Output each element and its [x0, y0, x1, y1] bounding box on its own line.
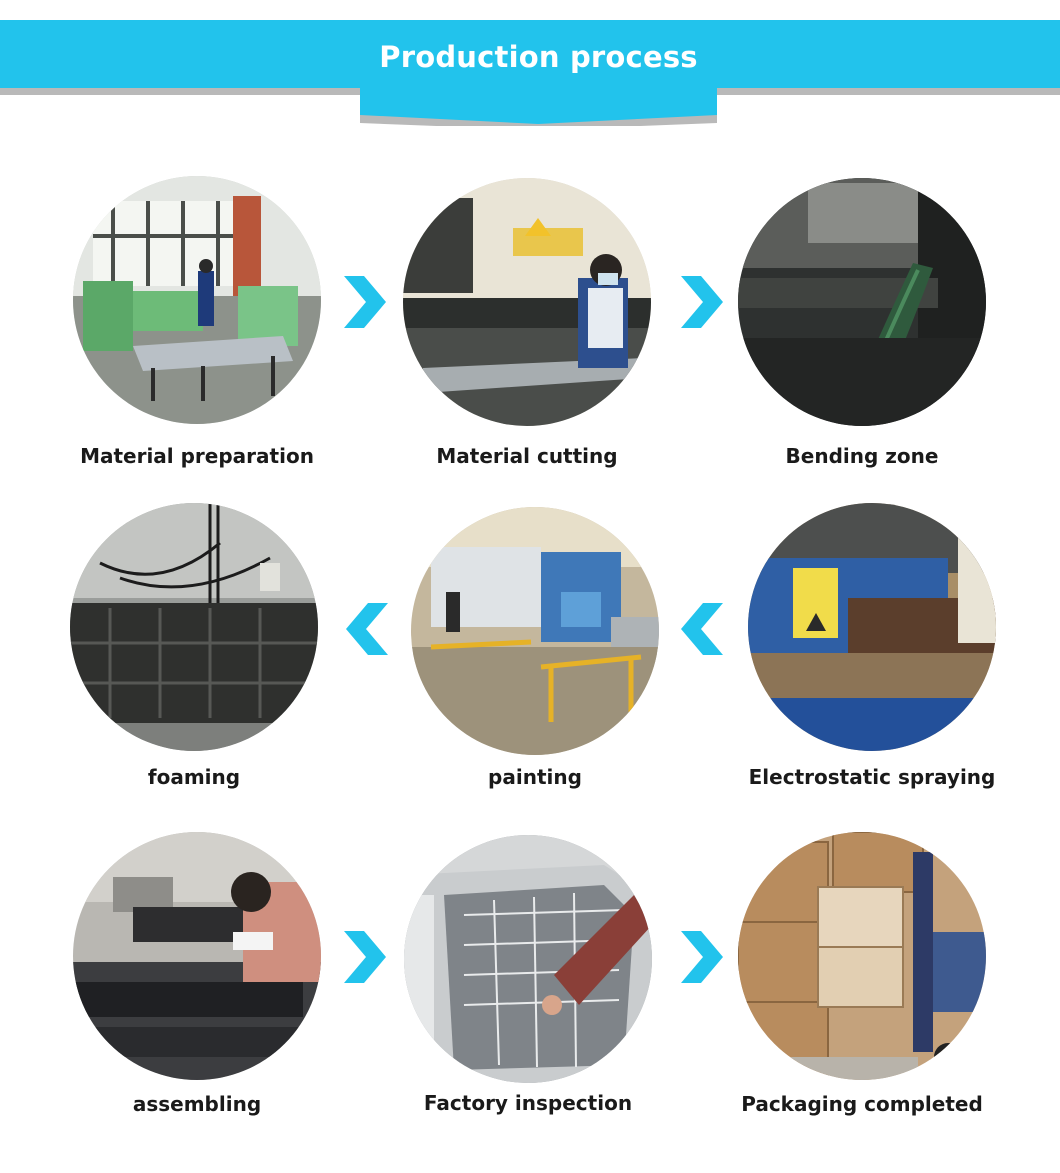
workshop-machines-photo [73, 176, 321, 424]
bending-machine-photo [738, 178, 986, 426]
chevron-right-icon [342, 276, 386, 328]
step-material-preparation: Material preparation [73, 176, 333, 496]
step-bending-zone: Bending zone [738, 178, 998, 498]
step-painting: painting [411, 507, 671, 827]
factory-floor-photo [411, 507, 659, 755]
chevron-right-icon [679, 931, 723, 983]
boxes-forklift-photo [738, 832, 986, 1080]
step-label: assembling [132, 1092, 262, 1116]
step-label: Material preparation [80, 444, 314, 468]
step-label: Packaging completed [741, 1092, 983, 1116]
step-electrostatic-spraying: Electrostatic spraying [748, 503, 1008, 823]
foaming-molds-photo [70, 503, 318, 751]
chevron-right-icon [342, 931, 386, 983]
step-label: Electrostatic spraying [748, 765, 996, 789]
step-assembling: assembling [73, 832, 333, 1152]
step-material-cutting: Material cutting [403, 178, 663, 498]
step-label: Bending zone [785, 444, 939, 468]
step-label: Material cutting [436, 444, 618, 468]
step-foaming: foaming [70, 503, 330, 823]
chevron-left-icon [346, 603, 390, 655]
page-title: Production process [379, 40, 698, 74]
chevron-left-icon [681, 603, 725, 655]
header-tab [360, 20, 717, 126]
step-label: foaming [147, 765, 241, 789]
assembly-worker-photo [73, 832, 321, 1080]
step-label: painting [488, 765, 582, 789]
step-label: Factory inspection [423, 1091, 633, 1115]
step-factory-inspection: Factory inspection [404, 835, 664, 1155]
freezer-basket-photo [404, 835, 652, 1083]
laser-cutter-photo [748, 503, 996, 751]
chevron-right-icon [679, 276, 723, 328]
step-packaging-completed: Packaging completed [738, 832, 998, 1152]
press-brake-worker-photo [403, 178, 651, 426]
